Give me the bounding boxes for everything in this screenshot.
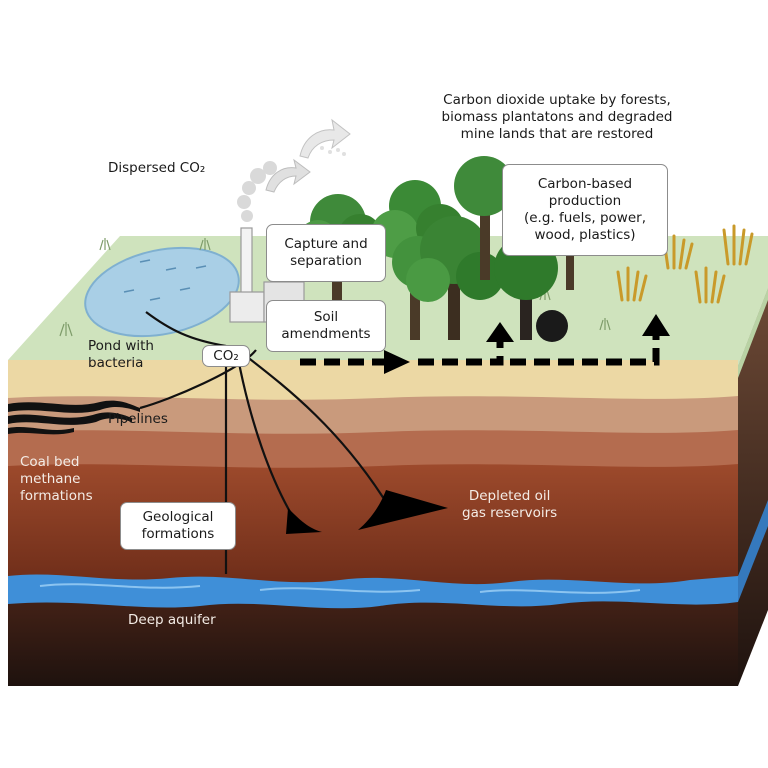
box-carbon-based-production: Carbon-based production (e.g. fuels, pow… (502, 164, 668, 256)
label-forest-uptake: Carbon dioxide uptake by forests, biomas… (441, 92, 673, 142)
reservoir-right (358, 490, 448, 530)
block-side-face (738, 288, 768, 686)
smoke-plume (237, 161, 277, 222)
biomass-plants (616, 224, 754, 304)
label-deep-aquifer: Deep aquifer (128, 612, 216, 628)
production-flow-arrow (300, 314, 670, 374)
reservoir-left (286, 508, 322, 534)
curved-arrow-large (299, 118, 351, 159)
label-pond-bacteria: Pond with bacteria (88, 338, 154, 371)
pond-ripples (123, 259, 207, 301)
plant-building (229, 291, 265, 323)
label-pipelines: Pipelines (108, 411, 168, 427)
aquifer-highlight (39, 583, 641, 594)
aquifer-side (738, 500, 768, 602)
label-dispersed-co2: Dispersed CO₂ (108, 160, 206, 176)
box-geological-formations: Geological formations (120, 502, 236, 550)
clay-layer (8, 430, 738, 472)
subsoil-layer (8, 396, 738, 436)
box-soil-amendments: Soil amendments (266, 300, 386, 352)
side-grass (738, 288, 768, 378)
curved-arrow-small (265, 158, 311, 193)
label-depleted-reservoirs: Depleted oil gas reservoirs (462, 488, 558, 521)
dispersed-dots (320, 146, 346, 156)
label-coal-bed-methane: Coal bed methane formations (20, 454, 93, 504)
forest (298, 156, 574, 342)
topsoil-layer (8, 360, 738, 400)
pond (84, 246, 240, 338)
coal-bed-seams (8, 400, 140, 435)
box-capture-separation: Capture and separation (266, 224, 386, 282)
co2-tag: CO₂ (202, 345, 250, 367)
